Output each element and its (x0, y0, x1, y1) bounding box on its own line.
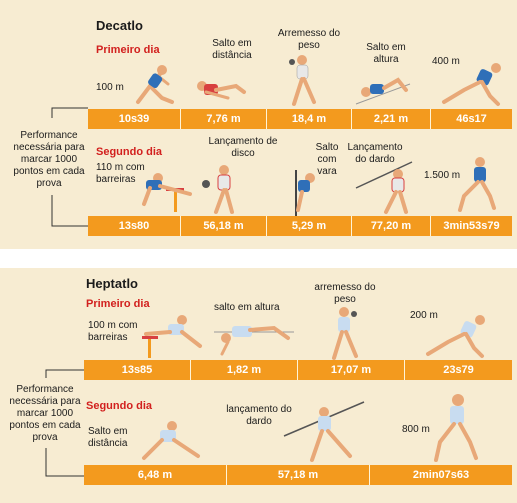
hep-d1-value-4: 23s79 (404, 360, 512, 380)
heptathlon-day1-label: Primeiro dia (86, 298, 150, 310)
dec-d1-value-5: 46s17 (430, 109, 512, 129)
female-long-jumper-icon (142, 421, 200, 460)
dec-d2-value-4: 77,20 m (351, 216, 430, 236)
dec-d1-event-2-label: Salto em distância (212, 38, 252, 61)
hep-d2-value-2: 57,18 m (226, 465, 369, 485)
pole-vaulter-icon (295, 170, 315, 216)
hep-d1-event-1-label: 100 m com barreiras (88, 320, 138, 343)
hep-d2-value-3: 2min07s63 (369, 465, 512, 485)
dec-d2-value-1: 13s80 (118, 220, 150, 232)
decathlon-day1-values-bar: 10s39 7,76 m 18,4 m 2,21 m 46s17 (88, 109, 512, 129)
female-runner-800m-icon (434, 394, 478, 462)
female-shot-putter-icon (332, 307, 358, 360)
hep-d1-value-3: 17,07 m (297, 360, 404, 380)
high-jumper-icon (355, 77, 411, 105)
female-sprinter-200m-icon (426, 315, 485, 358)
dec-d2-value-2: 56,18 m (180, 216, 266, 236)
female-javelin-thrower-icon (283, 401, 365, 462)
hep-d1-value-2: 1,82 m (190, 360, 297, 380)
sprinter-400m-icon (442, 63, 501, 106)
hep-d1-value-1: 13s85 (121, 364, 153, 376)
hep-d2-event-1-label: Salto em distância (88, 426, 128, 449)
javelin-thrower-icon (355, 161, 413, 214)
dec-d2-event-1-label: 110 m com barreiras (96, 162, 145, 185)
runner-1500m-icon (458, 157, 496, 212)
hurdler-icon (142, 173, 192, 212)
dec-d2-event-3-label: Salto com vara (315, 142, 339, 177)
dec-d2-event-2-label: Lançamento de disco (208, 136, 278, 159)
dec-d1-event-3-label: Arremesso do peso (277, 28, 341, 51)
heptathlon-performance-label: Performance necessária para marcar 1000 … (9, 384, 81, 443)
dec-d1-event-5-label: 400 m (432, 56, 460, 67)
discus-thrower-icon (202, 165, 234, 214)
decathlon-title: Decatlo (96, 18, 143, 33)
hep-d1-event-2-label: salto em altura (214, 302, 280, 313)
decathlon-day2-label: Segundo dia (96, 146, 162, 158)
dec-d1-value-1: 10s39 (118, 113, 150, 125)
hep-d2-event-2-label: lançamento do dardo (226, 404, 292, 427)
heptathlon-day2-values-bar: 6,48 m 57,18 m 2min07s63 (84, 465, 512, 485)
female-hurdler-icon (142, 315, 202, 358)
hep-d2-value-1: 6,48 m (137, 469, 173, 481)
heptathlon-title: Heptatlo (86, 276, 138, 291)
panel-separator (0, 249, 517, 268)
dec-d1-event-1-label: 100 m (96, 82, 124, 93)
female-high-jumper-icon (214, 325, 294, 356)
dec-d1-event-4-label: Salto em altura (366, 42, 406, 65)
heptathlon-day1-values-bar: 13s85 1,82 m 17,07 m 23s79 (84, 360, 512, 380)
heptathlon-day2-label: Segundo dia (86, 400, 152, 412)
hep-d1-event-4-label: 200 m (410, 310, 438, 321)
decathlon-day1-label: Primeiro dia (96, 44, 160, 56)
dec-d2-value-5: 3min53s79 (430, 216, 512, 236)
decathlon-performance-label: Performance necessária para marcar 1000 … (13, 130, 85, 189)
dec-d2-event-4-label: Lançamento do dardo (347, 142, 403, 165)
dec-d1-value-3: 18,4 m (266, 109, 351, 129)
decathlon-day2-values-bar: 13s80 56,18 m 5,29 m 77,20 m 3min53s79 (88, 216, 512, 236)
dec-d1-value-4: 2,21 m (351, 109, 430, 129)
decathlon-bracket (51, 107, 88, 227)
dec-d2-value-3: 5,29 m (266, 216, 351, 236)
heptathlon-panel (0, 268, 517, 503)
hep-d2-event-3-label: 800 m (402, 424, 430, 435)
long-jumper-icon (197, 81, 246, 100)
dec-d2-event-5-label: 1.500 m (424, 170, 461, 181)
dec-d1-value-2: 7,76 m (180, 109, 266, 129)
hep-d1-event-3-label: arremesso do peso (314, 282, 376, 305)
shot-putter-icon (289, 55, 316, 106)
sprinter-100m-icon (136, 65, 174, 104)
